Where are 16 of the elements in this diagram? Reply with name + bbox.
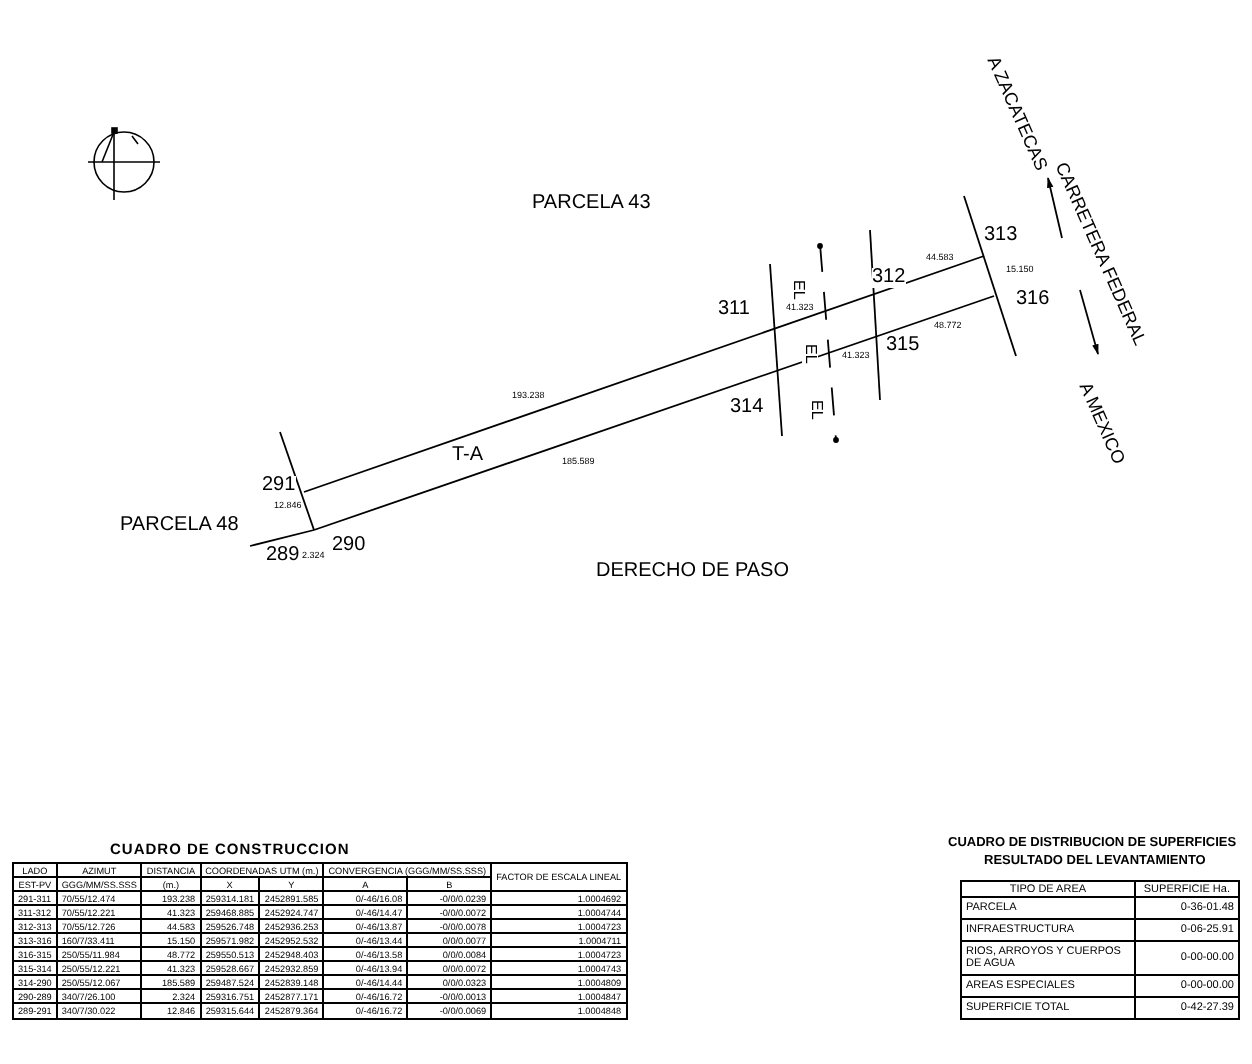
point-number: 315 (886, 336, 920, 356)
point-number: 313 (984, 226, 1018, 246)
area-label: DERECHO DE PASO (596, 562, 789, 582)
point-number: 291 (262, 476, 296, 496)
point-number: 289 (266, 546, 300, 566)
point-number: 290 (332, 536, 366, 556)
line-label: EL (802, 344, 818, 364)
parcel-label: PARCELA 43 (532, 194, 651, 214)
line-label: EL (808, 400, 824, 420)
point-number: 314 (730, 398, 764, 418)
line-label: T-A (452, 446, 484, 466)
point-number: 311 (718, 300, 750, 320)
line-label: EL (790, 280, 806, 300)
point-number: 312 (872, 268, 906, 288)
parcel-label: PARCELA 48 (120, 516, 239, 536)
point-number: 316 (1016, 290, 1050, 310)
